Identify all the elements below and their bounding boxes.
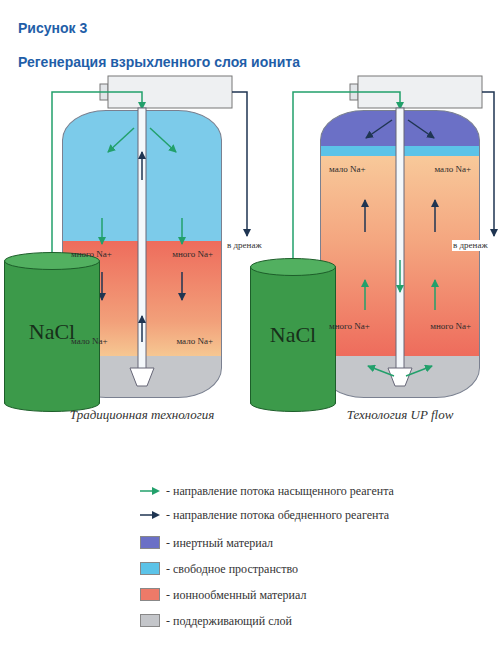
drain-line [232, 92, 247, 236]
ion-level-label: много Na+ [71, 249, 112, 260]
legend-swatch [140, 588, 160, 601]
drain-label: в дренаж [226, 240, 263, 251]
flow-arrow [399, 260, 401, 292]
ion-level-label: мало Na+ [329, 164, 366, 175]
flow-arrow [406, 366, 432, 376]
legend-arrow [140, 514, 152, 516]
flow-arrow [181, 218, 183, 244]
flow-arrow [150, 128, 176, 152]
technology-caption: Технология UP flow [347, 407, 454, 423]
brine-tank: NaCl [4, 252, 100, 412]
flow-arrow [364, 200, 366, 232]
ion-level-label: мало Na+ [176, 336, 213, 347]
figure-subtitle: Регенерация взрыхленного слоя ионита [18, 54, 500, 70]
ion-level-label: мало Na+ [71, 336, 108, 347]
drain-line [482, 92, 494, 236]
flow-arrow [108, 128, 134, 152]
legend-text: - поддерживающий слой [166, 614, 292, 628]
flow-arrow [434, 200, 436, 232]
legend-text: - направление потока насыщенного реагент… [166, 484, 394, 498]
legend-text: - ионнообменный материал [166, 588, 306, 602]
technology-caption: Традиционная технология [70, 407, 215, 423]
legend-text: - инертный материал [166, 536, 273, 550]
flow-arrow [101, 218, 103, 244]
drain-label: в дренаж [452, 240, 489, 251]
figure-title: Рисунок 3 [18, 20, 500, 36]
legend-swatch [140, 562, 160, 575]
strainer [130, 368, 154, 386]
ion-level-label: мало Na+ [434, 164, 471, 175]
brine-tank: NaCl [250, 258, 336, 412]
ion-level-label: много Na+ [172, 249, 213, 260]
legend-arrow [140, 490, 152, 492]
tank-label: NaCl [29, 319, 75, 345]
flow-arrow [141, 152, 143, 180]
flow-arrow [101, 272, 103, 300]
legend-text: - направление потока обедненного реагент… [166, 508, 389, 522]
legend-text: - свободное пространство [166, 562, 298, 576]
ion-level-label: много Na+ [329, 321, 370, 332]
flow-arrows [320, 110, 480, 398]
legend-swatch [140, 614, 160, 627]
flow-arrow [141, 316, 143, 342]
central-tube [138, 108, 146, 370]
central-tube [396, 108, 404, 370]
arrow-head [152, 511, 160, 519]
flow-arrow [364, 280, 366, 310]
flow-arrow [366, 120, 392, 138]
flow-arrow [368, 366, 394, 376]
legend-swatch [140, 536, 160, 549]
arrow-head [152, 487, 160, 495]
tank-label: NaCl [270, 322, 316, 348]
flow-arrow [181, 272, 183, 300]
flow-arrow [408, 120, 434, 138]
flow-arrow [434, 280, 436, 310]
strainer [388, 368, 412, 386]
ion-level-label: много Na+ [430, 321, 471, 332]
ion-exchange-vessel: Технология UP flowмало Na+мало Na+много … [320, 110, 480, 398]
